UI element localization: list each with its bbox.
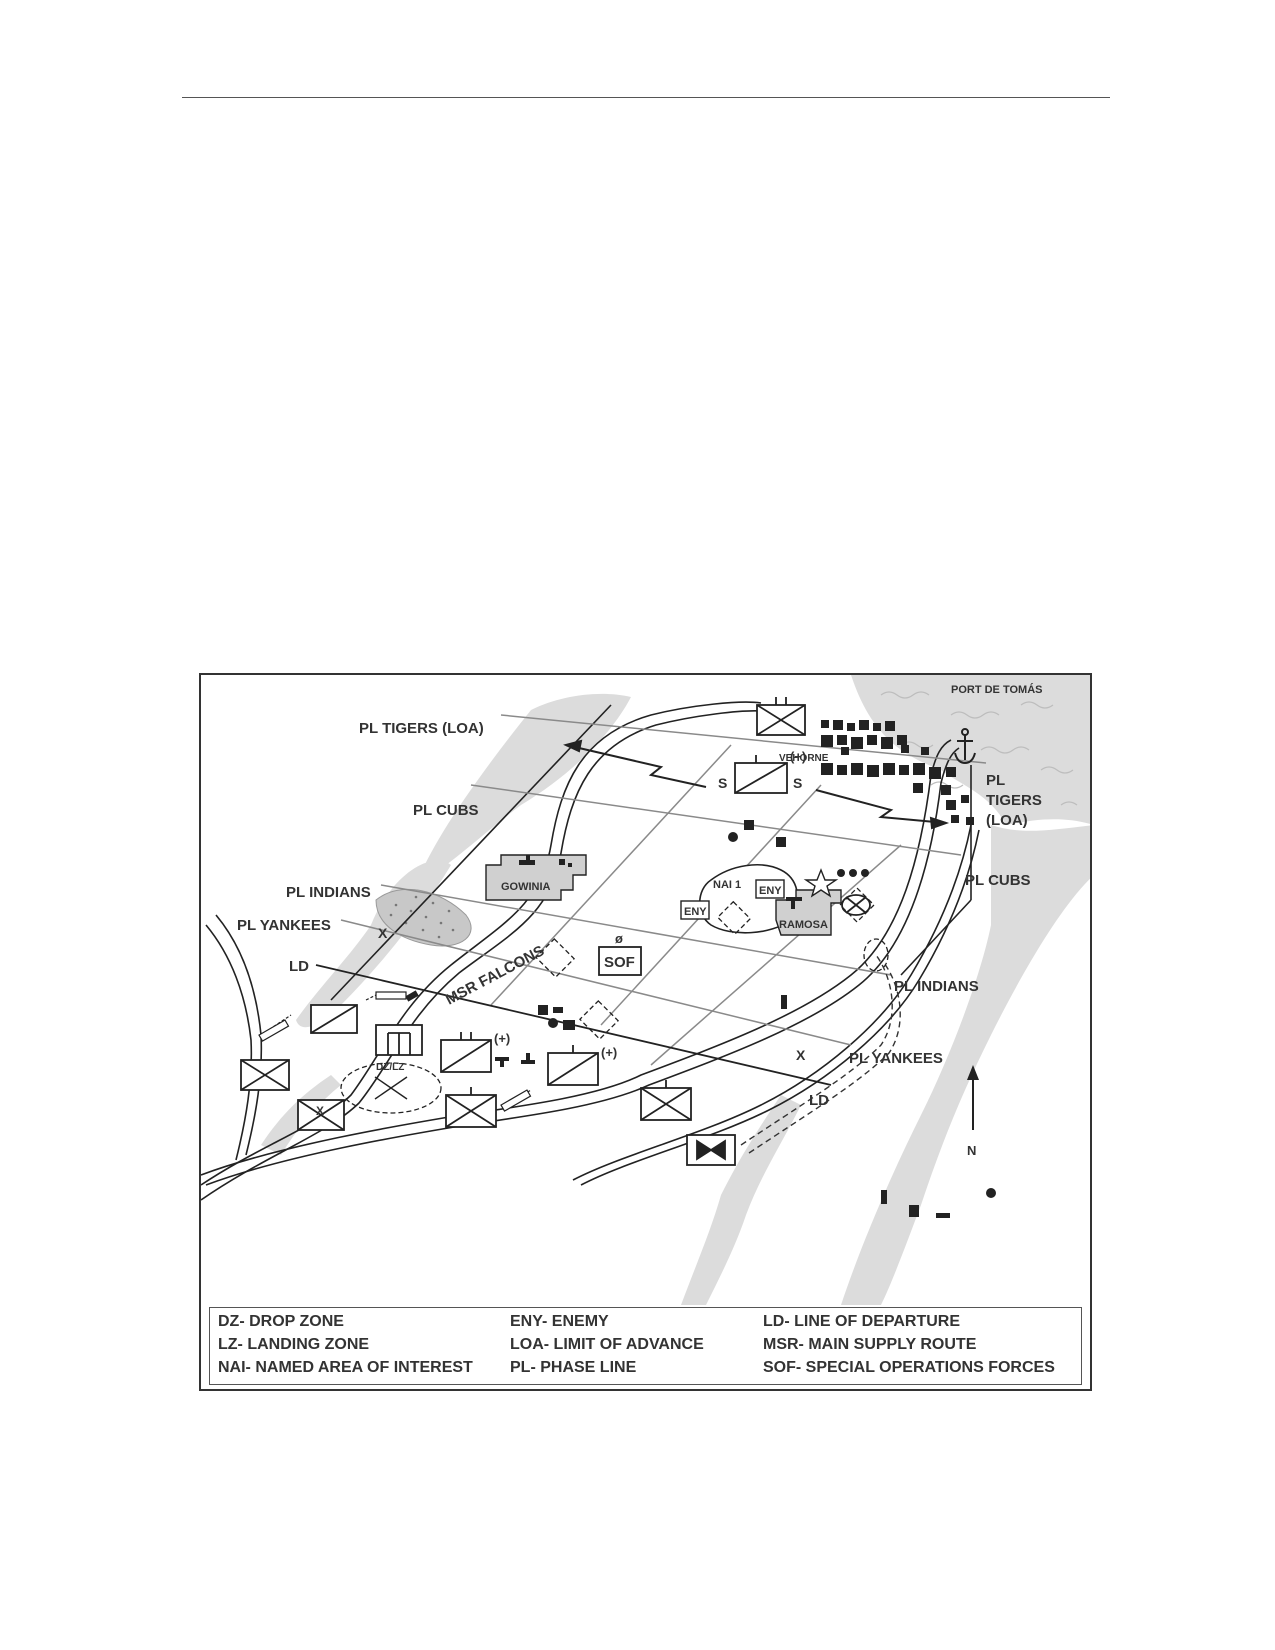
star-icon xyxy=(803,868,839,898)
label-screen-s2: S xyxy=(793,775,802,791)
road-west-outer xyxy=(215,914,263,1156)
legend-item-msr: MSR- MAIN SUPPLY ROUTE xyxy=(763,1336,977,1353)
ramosa-town xyxy=(775,889,842,936)
unit-vehorne-armor xyxy=(734,755,788,794)
legend-item-loa: LOA- LIMIT OF ADVANCE xyxy=(510,1336,704,1353)
map-legend: DZ- DROP ZONE LZ- LANDING ZONE NAI- NAME… xyxy=(209,1307,1082,1385)
wooded-area-dots xyxy=(389,895,455,939)
terrain-sea xyxy=(851,675,1090,825)
attack-arrow-east xyxy=(815,789,947,824)
label-pl-cubs-right: PL CUBS xyxy=(965,872,1031,889)
phase-line-tigers xyxy=(500,714,987,764)
label-pl-indians-right: PL INDIANS xyxy=(894,978,979,995)
label-nai: NAI 1 xyxy=(713,879,741,891)
town-blocks xyxy=(405,720,996,1218)
grid-diagonal-3 xyxy=(650,844,902,1066)
terrain xyxy=(261,675,1090,1305)
gowinia-town xyxy=(485,854,587,901)
road-west-inner xyxy=(205,924,253,1161)
label-reinforced-2: (+) xyxy=(494,1031,510,1046)
enemy-boxes xyxy=(680,879,785,920)
phase-lines xyxy=(340,714,987,1066)
attack-arrow-west xyxy=(565,744,707,788)
legend-item-nai: NAI- NAMED AREA OF INTEREST xyxy=(218,1359,473,1376)
legend-item-eny: ENY- ENEMY xyxy=(510,1313,609,1330)
small-arrows xyxy=(258,991,532,1112)
unit-southwest-airborne xyxy=(297,1099,345,1131)
label-pl-tigers-right-3: (LOA) xyxy=(986,812,1028,829)
phase-line-indians xyxy=(380,884,892,976)
label-sof: SOF xyxy=(604,954,635,971)
unit-north-mountain xyxy=(756,697,806,736)
dashed-areas xyxy=(340,887,889,1114)
anchor-icon xyxy=(954,728,976,765)
label-boundary-x3: X xyxy=(796,1047,806,1063)
label-town-gowinia: GOWINIA xyxy=(501,881,551,893)
label-pl-tigers-right-1: PL xyxy=(986,772,1005,789)
boundaries xyxy=(330,704,972,1001)
unit-ramosa-objective xyxy=(841,894,871,916)
label-null-symbol: ø xyxy=(615,931,623,946)
unit-south-infantry xyxy=(445,1087,497,1128)
phase-line-cubs xyxy=(470,784,962,856)
road-coast-2 xyxy=(580,829,980,1186)
phase-line-yankees xyxy=(340,919,852,1046)
attack-arrows xyxy=(563,739,950,830)
north-arrow-icon xyxy=(967,1065,979,1130)
unit-west-armor-2 xyxy=(240,1059,290,1091)
unit-south-armor xyxy=(640,1080,692,1121)
label-pl-indians-left: PL INDIANS xyxy=(286,884,371,901)
header-rule xyxy=(182,97,1110,98)
unit-west-armor-1 xyxy=(310,1004,358,1034)
label-pl-yankees-left: PL YANKEES xyxy=(237,917,331,934)
label-pl-tigers-right-2: TIGERS xyxy=(986,792,1042,809)
legend-item-sof: SOF- SPECIAL OPERATIONS FORCES xyxy=(763,1359,1055,1376)
legend-item-pl: PL- PHASE LINE xyxy=(510,1359,637,1376)
label-eny-1: ENY xyxy=(684,906,707,918)
road-east-a xyxy=(201,739,952,1176)
label-town-vehorne: VEHORNE xyxy=(779,753,829,764)
label-pl-cubs-left: PL CUBS xyxy=(413,802,479,819)
boundary-west xyxy=(330,704,612,1001)
operations-map: PORT DE TOMÁS PL TIGERS (LOA) PL TIGERS … xyxy=(201,675,1090,1305)
label-screen-s1: S xyxy=(718,775,727,791)
label-dzlz: DZ/LZ xyxy=(376,1062,404,1073)
label-ld-right: LD xyxy=(809,1092,829,1109)
label-port: PORT DE TOMÁS xyxy=(951,683,1042,696)
unit-central-armor-1 xyxy=(440,1032,492,1073)
label-pl-tigers-left: PL TIGERS (LOA) xyxy=(359,720,484,737)
unit-sof xyxy=(598,946,642,976)
operations-map-figure: PORT DE TOMÁS PL TIGERS (LOA) PL TIGERS … xyxy=(199,673,1092,1391)
label-north: N xyxy=(967,1143,976,1158)
label-reinforced-1: (+) xyxy=(790,749,806,764)
label-boundary-x1: X xyxy=(378,925,388,941)
unit-central-armor-2 xyxy=(547,1045,599,1086)
label-pl-yankees-right: PL YANKEES xyxy=(849,1050,943,1067)
unit-symbols xyxy=(240,697,871,1166)
boundary-east-2 xyxy=(900,899,972,976)
label-reinforced-3: (+) xyxy=(601,1045,617,1060)
label-msr: MSR FALCONS xyxy=(443,942,547,1008)
grid-diagonal-1 xyxy=(490,744,732,1006)
unit-dzlz xyxy=(375,1024,423,1056)
legend-item-lz: LZ- LANDING ZONE xyxy=(218,1336,370,1353)
lz-cross xyxy=(374,1076,408,1100)
label-town-ramosa: RAMOSA xyxy=(779,919,828,931)
road-coast xyxy=(572,824,972,1181)
legend-item-ld: LD- LINE OF DEPARTURE xyxy=(763,1313,961,1330)
label-ld-left: LD xyxy=(289,958,309,975)
msr-approach xyxy=(740,954,901,1154)
legend-item-dz: DZ- DROP ZONE xyxy=(218,1313,344,1330)
label-boundary-x2: X xyxy=(316,1104,324,1118)
terrain-river-south xyxy=(681,1095,801,1305)
label-eny-2: ENY xyxy=(759,885,782,897)
terrain-river-east xyxy=(841,825,1090,1305)
unit-engineer xyxy=(686,1134,736,1166)
wooded-area xyxy=(375,888,472,947)
